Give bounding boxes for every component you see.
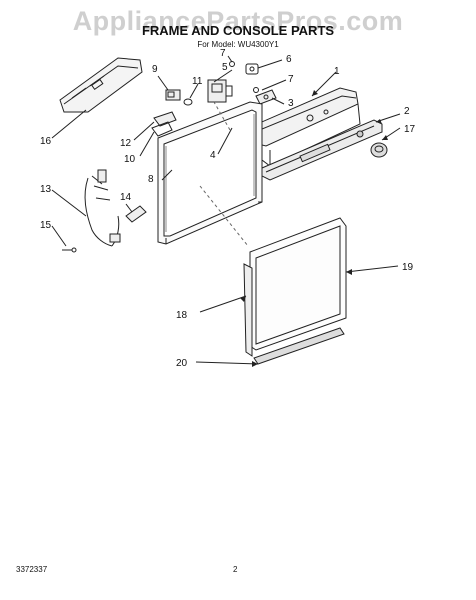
callout-14: 14 — [120, 192, 132, 203]
callout-11: 11 — [192, 76, 203, 87]
callout-8: 8 — [148, 174, 154, 185]
guide-lines — [199, 101, 249, 247]
callout-20: 20 — [176, 358, 188, 369]
callout-3: 3 — [288, 98, 294, 109]
part-5-latch-assembly — [207, 79, 233, 103]
part-20-trim-strip — [253, 327, 345, 365]
callout-4: 4 — [210, 150, 216, 161]
part-14-switch — [125, 205, 147, 223]
part-11-grommet — [183, 98, 193, 106]
part-18-inner-panel — [243, 263, 253, 357]
part-13-wire-harness — [84, 169, 121, 247]
callout-2: 2 — [404, 106, 410, 117]
part-19-outer-panel — [249, 217, 347, 351]
callout-19: 19 — [402, 262, 414, 273]
callout-17: 17 — [404, 124, 416, 135]
part-17-knob — [370, 142, 388, 158]
callout-13: 13 — [40, 184, 52, 195]
page-number: 2 — [233, 565, 238, 574]
part-3-bracket — [255, 89, 277, 105]
callout-12: 12 — [120, 138, 132, 149]
doc-number: 3372337 — [16, 565, 48, 574]
callout-7-top: 7 — [220, 48, 226, 59]
part-7-screw — [229, 61, 259, 93]
callout-15: 15 — [40, 220, 52, 231]
callout-16: 16 — [40, 136, 52, 147]
leader-lines — [51, 55, 401, 365]
callout-5: 5 — [222, 62, 228, 73]
callout-1: 1 — [334, 66, 340, 77]
callout-7-right: 7 — [288, 74, 294, 85]
callout-10: 10 — [124, 154, 136, 165]
callout-9: 9 — [152, 64, 158, 75]
part-2-control-panel — [261, 119, 383, 181]
part-16-top-cover — [59, 57, 143, 113]
callout-18: 18 — [176, 310, 188, 321]
part-6-latch — [245, 63, 259, 75]
callout-6: 6 — [286, 54, 292, 65]
page-title: FRAME AND CONSOLE PARTS — [141, 23, 335, 38]
part-8-door-frame — [157, 101, 263, 245]
part-10-hinge — [151, 121, 173, 137]
watermark: AppliancePartsPros.com — [72, 6, 404, 36]
leader-arrowheads — [240, 90, 388, 367]
model-subtitle: For Model: WU4300Y1 — [197, 40, 279, 49]
part-12-bracket — [153, 111, 177, 127]
part-15-screw — [62, 247, 77, 253]
part-9-switch — [165, 89, 181, 101]
